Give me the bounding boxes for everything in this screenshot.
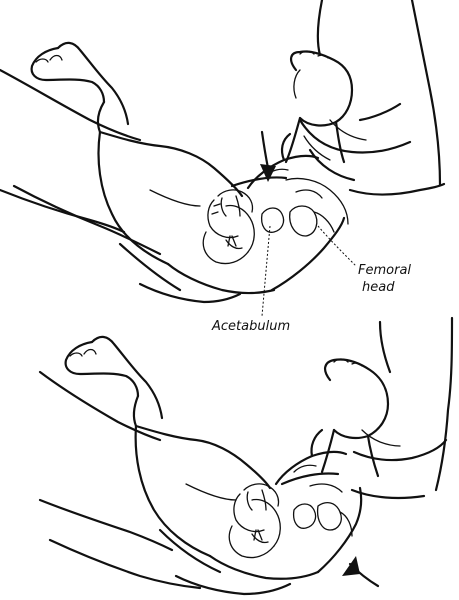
bottom-panel	[40, 318, 452, 594]
acetabulum-label: Acetabulum	[211, 226, 290, 334]
baby-left-foot-2	[66, 337, 162, 426]
top-panel: Femoral head Acetabulum	[0, 0, 444, 334]
hip-joint	[262, 178, 348, 236]
examiner-upper-arm-2	[352, 318, 452, 498]
examiner-lower-forearm	[0, 70, 160, 254]
baby-thigh-diaper	[99, 132, 345, 302]
femoral-head-label-line1: Femoral	[358, 263, 411, 278]
pelvis-area	[203, 190, 254, 264]
curved-arrow-down-icon	[260, 132, 276, 182]
acetabulum-label-text: Acetabulum	[211, 319, 290, 334]
hip-joint-2	[294, 484, 352, 536]
examiner-upper-arm	[300, 0, 444, 195]
curved-arrow-up-icon	[342, 556, 378, 586]
baby-left-foot	[32, 43, 128, 132]
pelvis-area-2	[229, 484, 280, 558]
baby-right-foot	[286, 51, 352, 162]
examiner-lower-forearm-2	[40, 372, 200, 588]
femoral-head-label-line2: head	[362, 280, 395, 295]
